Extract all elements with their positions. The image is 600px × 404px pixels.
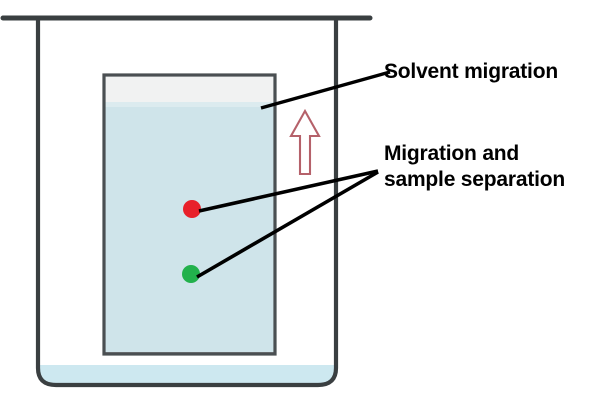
green-sample-spot bbox=[182, 265, 200, 283]
leader-line-red-spot bbox=[198, 169, 379, 213]
solvent-migration-arrow-icon bbox=[289, 108, 321, 176]
leader-line-solvent-migration bbox=[260, 70, 391, 110]
label-migration-line-1: Migration and bbox=[384, 142, 520, 165]
red-sample-spot bbox=[183, 200, 201, 218]
beaker-outline bbox=[0, 15, 373, 388]
label-migration-line-2: sample separation bbox=[384, 168, 566, 191]
beaker-solvent-pool bbox=[40, 365, 334, 386]
sample-spots bbox=[182, 200, 201, 283]
leader-line-green-spot bbox=[196, 170, 379, 279]
label-solvent-migration: Solvent migration bbox=[384, 60, 558, 83]
label-migration-separation: Migration and sample separation bbox=[384, 141, 565, 193]
plate-border bbox=[102, 73, 277, 356]
